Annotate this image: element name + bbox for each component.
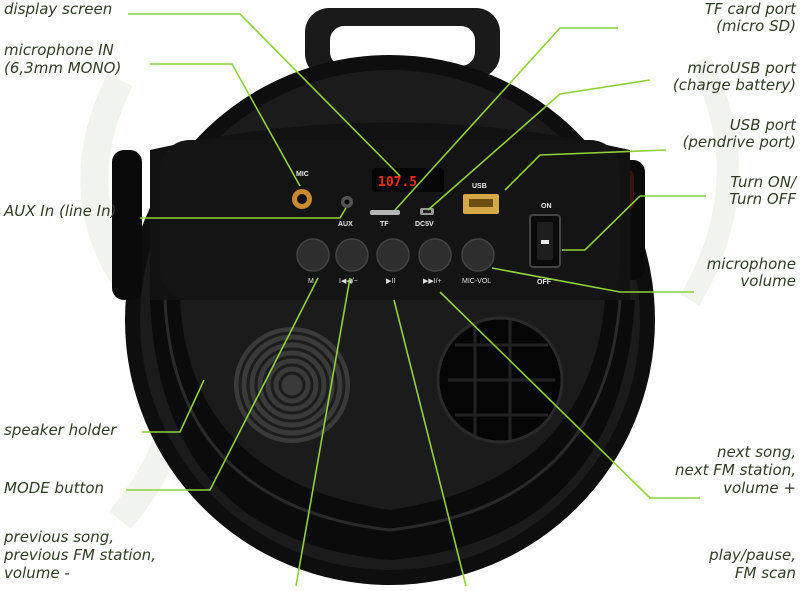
panel-label-aux: AUX [338, 221, 353, 228]
callout-play-pause-line1: play/pause, [709, 546, 796, 564]
callout-previous-line2: previous FM station, [4, 546, 156, 564]
control-panel: MIC AUX 107.5 TF DC5V USB ON [292, 168, 561, 286]
leader-display-screen [128, 13, 401, 177]
leader-aux-in [140, 207, 347, 219]
mode-button[interactable] [296, 238, 330, 272]
callout-microphone-in-line1: microphone IN [4, 41, 114, 59]
leader-play-pause [393, 299, 467, 587]
callout-micro-usb-line2: (charge battery) [672, 76, 796, 94]
leader-lines [126, 13, 706, 587]
next-button[interactable] [418, 238, 452, 272]
previous-button[interactable] [335, 238, 369, 272]
play-pause-button[interactable] [376, 238, 410, 272]
leader-previous [295, 277, 351, 587]
callout-mic-volume-line2: volume [740, 272, 796, 290]
storage-compartment [436, 316, 564, 444]
previous-button-label: I◀◀/− [339, 278, 358, 285]
leader-speaker-holder [142, 379, 205, 433]
display-readout: 107.5 [378, 175, 417, 190]
speaker-holder-frame [150, 299, 635, 560]
mic-volume-button-label: MIC-VOL [462, 278, 491, 285]
leader-power [562, 195, 706, 251]
aux-jack[interactable] [341, 196, 353, 208]
callout-next-line1: next song, [716, 443, 796, 461]
callout-micro-usb-line1: microUSB port [687, 59, 796, 77]
speaker-grille [234, 327, 350, 443]
callout-next-line2: next FM station, [675, 461, 796, 479]
callout-next-line3: volume + [723, 479, 796, 497]
callout-play-pause-line2: FM scan [734, 564, 796, 582]
callout-mic-volume-line1: microphone [706, 255, 796, 273]
leader-tf-card [394, 27, 618, 211]
tf-card-slot[interactable] [370, 210, 400, 215]
callout-microphone-in-line2: (6,3mm MONO) [4, 59, 122, 77]
callout-power-line1: Turn ON/ [730, 173, 796, 191]
panel-label-mic: MIC [296, 171, 309, 178]
callout-usb-port-line2: (pendrive port) [682, 133, 796, 151]
callout-speaker-holder: speaker holder [4, 421, 117, 439]
leader-microphone-in [150, 63, 301, 187]
callout-aux-in: AUX In (line In) [4, 202, 117, 220]
panel-label-tf: TF [380, 221, 389, 228]
leader-mic-volume [491, 267, 694, 293]
power-switch[interactable] [529, 214, 561, 268]
leader-micro-usb [427, 79, 651, 211]
speaker-body [112, 55, 655, 585]
callout-tf-card-line2: (micro SD) [716, 17, 796, 35]
mic-jack[interactable] [292, 189, 312, 209]
callout-tf-card-line1: TF card port [704, 0, 796, 18]
leader-mode-button [126, 277, 319, 491]
usb-port[interactable] [463, 194, 499, 214]
next-button-label: ▶▶I/+ [423, 278, 442, 285]
mode-button-label: M [308, 278, 314, 285]
mic-volume-button[interactable] [461, 238, 495, 272]
callout-display-screen: display screen [4, 0, 113, 18]
callout-power-line2: Turn OFF [729, 190, 796, 208]
panel-label-on: ON [541, 203, 552, 210]
leader-usb-port [504, 149, 667, 191]
play-pause-button-label: ▶II [386, 278, 395, 285]
display-screen: 107.5 [372, 168, 444, 192]
callout-usb-port-line1: USB port [729, 116, 796, 134]
panel-label-off: OFF [537, 279, 552, 286]
callout-mode-button: MODE button [4, 479, 105, 497]
leader-next [439, 291, 700, 499]
callout-previous-line1: previous song, [4, 528, 115, 546]
panel-label-usb: USB [472, 183, 487, 190]
panel-label-dc: DC5V [415, 221, 434, 228]
button-row: M I◀◀/− ▶II ▶▶I/+ MIC-VOL [296, 238, 495, 285]
micro-usb-port[interactable] [420, 208, 434, 215]
callout-previous-line3: volume - [4, 564, 70, 582]
